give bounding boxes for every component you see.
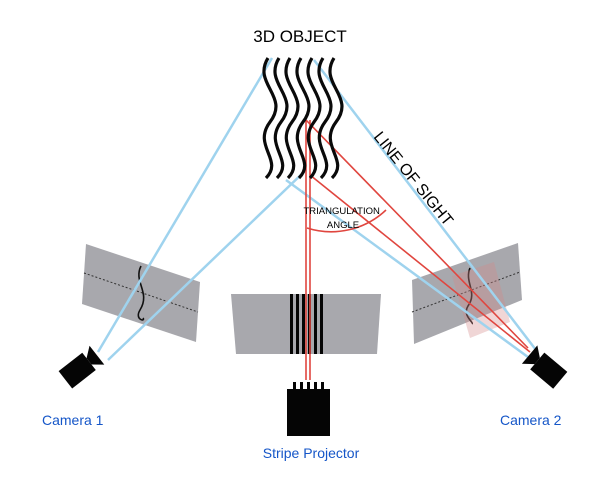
projector-label: Stripe Projector xyxy=(263,445,360,461)
3d-object xyxy=(262,57,344,180)
object-contour xyxy=(295,57,311,180)
projected-stripe xyxy=(302,294,305,354)
projected-stripe xyxy=(290,294,293,354)
object-contour xyxy=(262,57,278,180)
object-contour xyxy=(306,57,322,180)
lines-of-sight xyxy=(96,57,537,362)
projector-pin xyxy=(300,382,303,392)
camera2-label: Camera 2 xyxy=(500,412,562,428)
projected-stripe xyxy=(320,294,323,354)
projected-stripe xyxy=(314,294,317,354)
object-contour xyxy=(317,57,333,180)
camera1-image-plane xyxy=(82,244,200,342)
triangulation-angle-arc xyxy=(306,209,387,233)
object-title: 3D OBJECT xyxy=(253,27,347,46)
projector-pin xyxy=(321,382,324,392)
object-contour xyxy=(328,57,344,180)
triangulation-label-line1: TRIANGULATION xyxy=(304,206,380,217)
projector-icon xyxy=(287,382,330,436)
triangulation-label-line2: ANGLE xyxy=(327,220,359,231)
projected-stripe xyxy=(296,294,299,354)
camera-icon xyxy=(521,345,568,389)
triangulation-label: TRIANGULATION ANGLE xyxy=(304,206,383,231)
object-contour xyxy=(284,57,300,180)
projector-pin xyxy=(307,382,310,392)
projector-pin xyxy=(293,382,296,392)
camera1-label: Camera 1 xyxy=(42,412,104,428)
camera2-image-plane xyxy=(411,243,522,344)
object-contour xyxy=(273,57,289,180)
line-of-sight-label: LINE OF SIGHT xyxy=(370,129,456,230)
projector-pin xyxy=(314,382,317,392)
camera-icon xyxy=(58,345,105,389)
